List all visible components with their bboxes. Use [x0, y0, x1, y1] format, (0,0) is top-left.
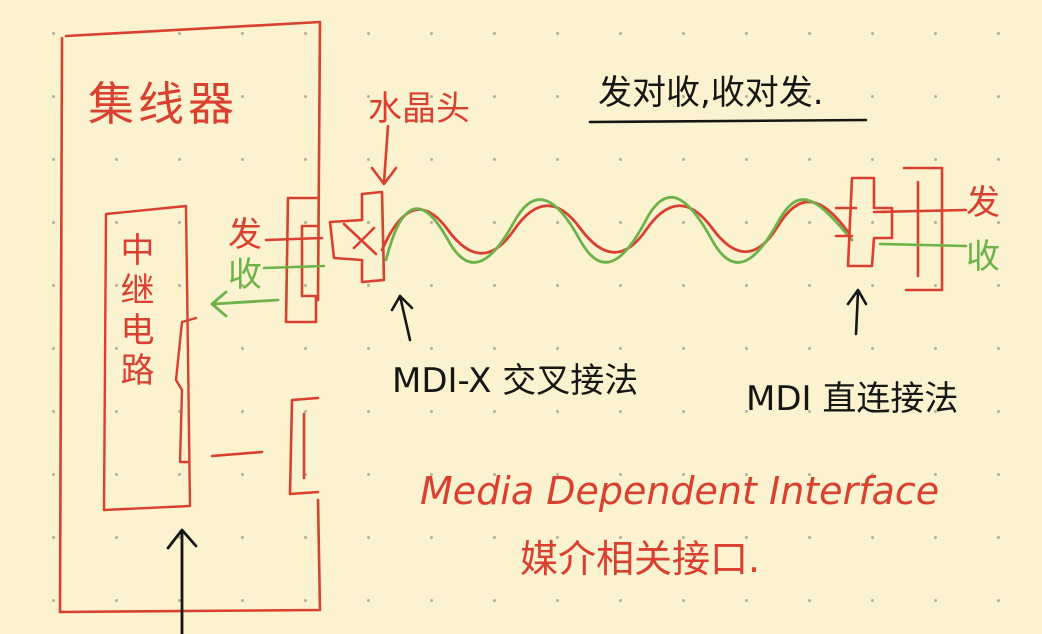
hub-port-2: [288, 396, 320, 496]
rule-text: 发对收,收对发.: [598, 73, 824, 113]
repeater-label: 中继电路: [114, 232, 154, 392]
mdix-label: MDI-X 交叉接法: [392, 361, 638, 401]
rj45-right-connector: [834, 176, 894, 268]
hub-box: [58, 20, 322, 614]
recv-label-right: 收: [966, 237, 1000, 277]
hub-send-line: [264, 236, 324, 242]
send-label-right: 发: [966, 183, 1000, 223]
mdi-label: MDI 直连接法: [746, 379, 958, 419]
hub-port-1: [284, 196, 320, 324]
hub-title: 集线器: [88, 77, 238, 131]
hub-recv-line: [262, 264, 326, 270]
right-recv-line: [878, 242, 968, 248]
send-label-left: 发: [228, 215, 262, 255]
hub-receive-arrow: [210, 290, 280, 318]
rj45-pointer-arrow: [370, 124, 398, 186]
rule-underline: [588, 118, 868, 124]
rj45-label: 水晶头: [368, 89, 470, 129]
repeater-box: [102, 204, 198, 512]
mdi-arrow: [846, 288, 868, 336]
port-2-link-line: [210, 450, 264, 458]
recv-label-left: 收: [228, 255, 262, 295]
rj45-left-connector: [328, 190, 386, 284]
device-port-right: [902, 166, 944, 292]
mdi-english: Media Dependent Interface: [420, 469, 939, 513]
right-send-line: [872, 208, 968, 214]
twisted-pair-green: [384, 196, 854, 264]
mdi-chinese: 媒介相关接口.: [520, 537, 760, 581]
twisted-pair-red: [380, 200, 850, 255]
mdix-arrow: [390, 294, 414, 342]
bottom-input-arrow: [166, 528, 198, 634]
